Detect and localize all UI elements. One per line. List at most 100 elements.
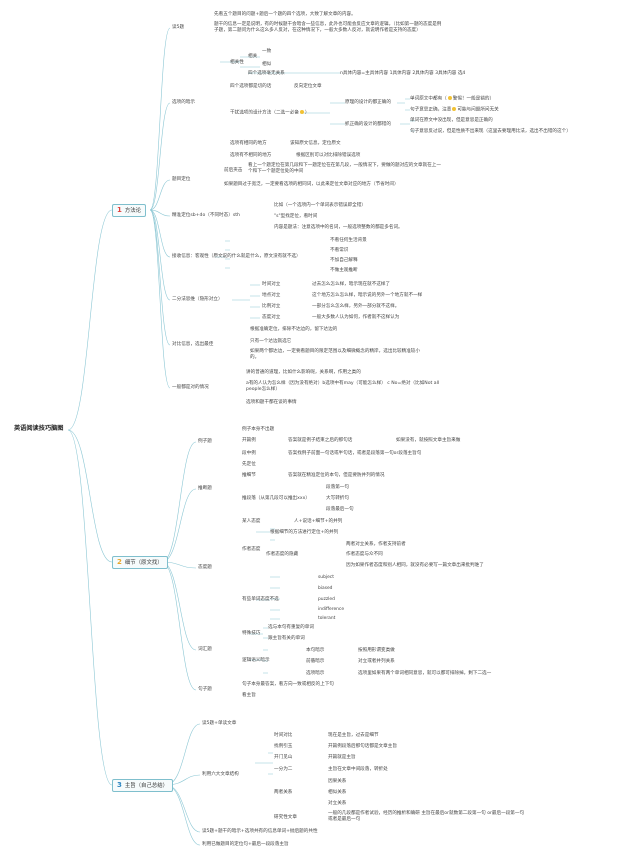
node-text: 句子意思正确，注意可能与问题所问无关 bbox=[410, 107, 499, 113]
node-text: 两者对立关系，作者支持前者 bbox=[346, 542, 406, 547]
connector bbox=[149, 27, 171, 211]
node-text: 不加自己解释 bbox=[330, 258, 358, 263]
node-text: "s"型找定位，看时间 bbox=[274, 214, 318, 219]
node-voc-tip: 特殊技巧 bbox=[242, 631, 261, 636]
node-text: 一般的几段都是作者试验，经历的推析和确研 主旨在最后or就数第二段第一句 or最… bbox=[328, 811, 525, 822]
node-inf-para: 推段落（从第几段可以推出xxx） bbox=[242, 496, 310, 501]
node-before-after: 前后夹击 bbox=[224, 168, 243, 173]
node-vocab-question[interactable]: 词汇题 bbox=[198, 647, 212, 652]
node-text: 一般大多数人认为如何，作者就不这样认为 bbox=[312, 315, 400, 320]
node-voc-l2: 前循暗示 bbox=[306, 659, 325, 664]
branch-label: 细节（原文找） bbox=[124, 560, 163, 566]
node-sentence-question[interactable]: 句子题 bbox=[198, 687, 212, 692]
node-ms-relation: 两者关系 bbox=[274, 790, 293, 795]
node-distractor-design[interactable]: 干扰选项的设计方法（二选一必备） bbox=[230, 110, 310, 116]
node-main-read[interactable]: 读5题+单读文章 bbox=[202, 721, 237, 726]
node-text: 如果题目过于宽泛，一定要看选项的相同词，以此来定位文章对应的地方（节省时间） bbox=[224, 182, 399, 187]
node-inference-question[interactable]: 推断题 bbox=[198, 486, 212, 491]
node-text: 只有一个达边就选它 bbox=[250, 339, 292, 344]
node-text: 句子意思反过说，但是性质不出来现（这里去要理用比法，选出不出错的这个） bbox=[410, 129, 571, 134]
connector bbox=[149, 102, 171, 211]
connector bbox=[67, 429, 113, 786]
node-ex-before: 开篇例 bbox=[242, 438, 256, 443]
node-text: 作者态度与众不同 bbox=[346, 552, 383, 557]
connector bbox=[250, 649, 268, 674]
connector bbox=[232, 284, 260, 319]
node-text: 警惕！一般是错的） bbox=[452, 96, 495, 102]
warning-emoji-icon bbox=[299, 110, 304, 114]
node-consistent: 一致 bbox=[262, 49, 272, 54]
node-text: 答案就在精准定位的本句，但是要防并列的情况 bbox=[288, 473, 385, 478]
node-ms-research: 研究性文章 bbox=[274, 815, 297, 820]
node-text: 这个地方怎么怎么样，暗示说的另外一个地方就不一样 bbox=[312, 293, 423, 298]
connector bbox=[397, 98, 410, 111]
node-text: 如果没有，就按照文章主旨来做 bbox=[396, 438, 461, 443]
node-text: 例子本身不出题 bbox=[242, 427, 275, 432]
node-info-compare[interactable]: 对比信息，选出最佳 bbox=[172, 342, 214, 347]
branch-number: 1 bbox=[117, 206, 122, 214]
connector bbox=[400, 120, 415, 132]
node-read-questions[interactable]: 读5题 bbox=[172, 25, 185, 30]
node-att-hidden: 作者态度的隐藏 bbox=[266, 552, 299, 557]
node-attitude-question[interactable]: 态度题 bbox=[198, 565, 212, 570]
node-text: 内容是题法：注意选项中的名词，一般选项整数的都是多名词。 bbox=[274, 225, 403, 230]
node-text: 该知原文信息，定位原文 bbox=[290, 141, 341, 146]
node-text: 先定位 bbox=[242, 462, 256, 467]
connector bbox=[67, 429, 113, 563]
node-precise-locate[interactable]: 精准定位sb+do（不同时态）sth bbox=[172, 213, 240, 218]
node-text: 先看五个题目的问题+题后一个题的四个选项，大致了解文章的内容。 bbox=[214, 12, 356, 17]
node-option-hint[interactable]: 选项的暗示 bbox=[172, 100, 195, 105]
node-title-locate[interactable]: 题目定位 bbox=[172, 177, 191, 182]
node-similar: 相关 bbox=[248, 54, 258, 59]
connector bbox=[149, 179, 171, 211]
node-text: 选项和题干都在谈的事情 bbox=[246, 400, 297, 405]
node-example-question[interactable]: 例子题 bbox=[198, 439, 212, 444]
warning-emoji-icon bbox=[447, 96, 452, 100]
connector bbox=[149, 209, 171, 217]
node-four-unrelated: 四个选项毫无关系 bbox=[248, 71, 285, 76]
connector bbox=[256, 528, 275, 541]
node-text: 主旨在文章中间段落，转折处 bbox=[328, 767, 388, 772]
node-text: a有的人认为怎么样（因为没有绝对）b选项中有may（可能怎么样） c No=绝对… bbox=[246, 381, 440, 392]
node-bin-attitude: 态度对立 bbox=[262, 315, 281, 320]
node-accept-info[interactable]: 接收信息：客观性（原文说的什么就是什么，原文没有就不选） bbox=[172, 254, 301, 259]
node-main-locate[interactable]: 利用已做题目的定位句+最后一段段落主旨 bbox=[202, 842, 289, 847]
node-text: 不做主观推断 bbox=[330, 268, 358, 273]
connector bbox=[256, 576, 280, 620]
node-text: 单词原文中都有（ bbox=[410, 96, 447, 102]
node-text: 可能与问题所问无关 bbox=[457, 107, 499, 113]
node-text: 选项里如果有两个单词相同意思，就可以都可排除掉。剩下二选一 bbox=[358, 671, 492, 676]
branch-number: 3 bbox=[117, 781, 122, 789]
connector bbox=[220, 56, 260, 68]
node-text: 句子本身最答案，看方向一致或相反的上下句 bbox=[242, 682, 334, 687]
node-ms-time: 时间对比 bbox=[274, 733, 293, 738]
node-word: indifference bbox=[318, 607, 345, 612]
node-four-formula: n具体内容=主具体内容 1具体内容 2具体内容 3具体内容 选4 bbox=[340, 71, 466, 76]
node-relevance[interactable]: 相关性 bbox=[230, 60, 244, 65]
node-text: 人+说话+细节+的并列 bbox=[294, 519, 343, 524]
node-voc-l1: 本句暗示 bbox=[306, 648, 325, 653]
connector bbox=[255, 752, 273, 775]
connector bbox=[250, 627, 268, 639]
connector bbox=[215, 240, 230, 269]
node-binary-thinking[interactable]: 二分法思维（隐形对立） bbox=[172, 297, 223, 302]
node-main-hints[interactable]: 读5题+题干的暗示+选项共有的信息单词+抛后题的共性 bbox=[202, 829, 318, 834]
node-generally-correct[interactable]: 一般都是对的情况 bbox=[172, 385, 209, 390]
connector bbox=[161, 488, 197, 563]
node-text: 单词在原文中没出现，但是意思是正确的 bbox=[410, 118, 493, 123]
node-text: 句子意思正确，注意 bbox=[410, 107, 452, 113]
node-text: 开篇例段落后那句话都是文章主旨 bbox=[328, 744, 397, 749]
node-text: 看上一个题定位在第几段和下一题定位在在第几段，一般情况下，要做的题对应的文章就在… bbox=[248, 163, 441, 174]
node-main-structure[interactable]: 利用六大文章结构 bbox=[202, 772, 239, 777]
node-text: 讲的普通的道理，比如什么影响呢，关系啊，作用之类的 bbox=[246, 370, 361, 375]
node-text: 相似关系 bbox=[328, 790, 347, 795]
branch-number: 2 bbox=[117, 558, 122, 566]
node-ex-mid: 段中例 bbox=[242, 451, 256, 456]
node-text: 看主旨 bbox=[242, 693, 256, 698]
node-text: 根据区别可以对比排除错误选项 bbox=[296, 153, 361, 158]
node-four-opposite: 四个选项都是切的话 bbox=[230, 84, 272, 89]
connector bbox=[161, 561, 197, 651]
